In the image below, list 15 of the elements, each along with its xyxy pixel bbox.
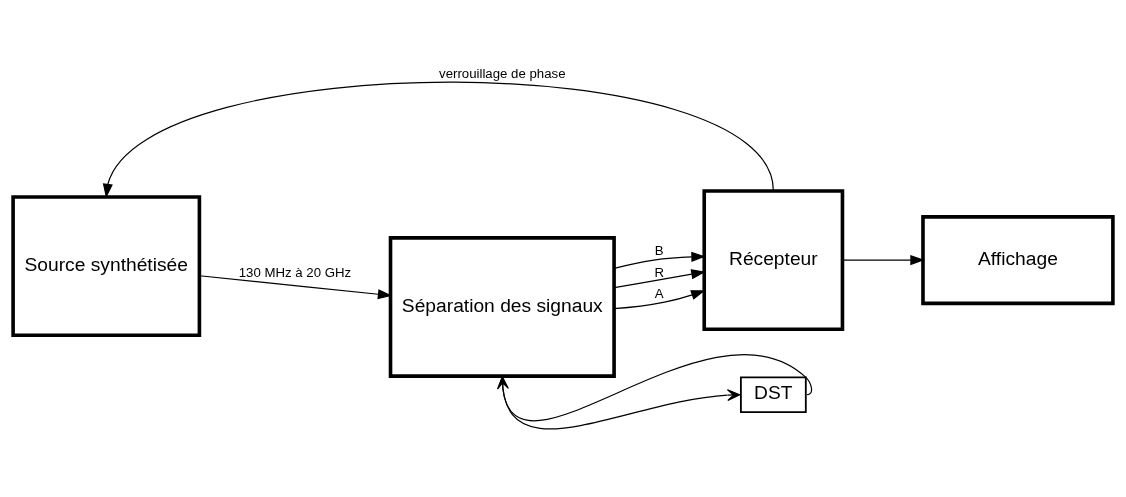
arrow	[613, 290, 706, 310]
node-box: Séparation des signaux	[388, 236, 616, 378]
node-box: DST	[740, 376, 807, 414]
node-box: Récepteur	[702, 189, 845, 332]
arrow	[613, 269, 706, 289]
node-box: Source synthétisée	[11, 195, 202, 338]
arrow	[102, 81, 774, 199]
edge-label: B	[654, 243, 664, 259]
edge-label: R	[654, 264, 664, 280]
edge-label: 130 MHz à 20 GHz	[238, 264, 352, 280]
arrow	[842, 255, 925, 266]
arrow	[613, 251, 706, 269]
node-box: Affichage	[921, 215, 1115, 306]
edge-label: A	[654, 286, 664, 302]
edge-label: verrouillage de phase	[439, 66, 566, 82]
